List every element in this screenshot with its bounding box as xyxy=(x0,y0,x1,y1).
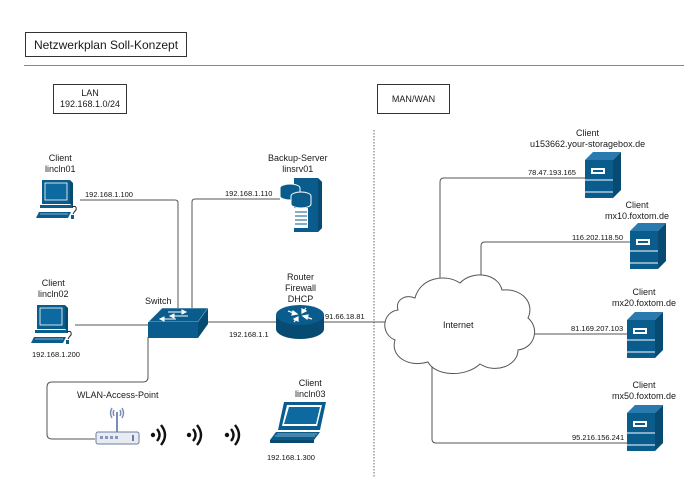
wire-switch-ap xyxy=(46,337,149,440)
client1-ip: 192.168.1.100 xyxy=(85,190,133,199)
wan-server1-label: Client u153662.your-storagebox.de xyxy=(530,128,646,149)
backup-server-label: Backup-Server linsrv01 xyxy=(268,153,328,174)
backup-server-ip: 192.168.1.110 xyxy=(225,189,273,198)
client3-label: Client lincln03 xyxy=(295,378,326,399)
access-point-label: WLAN-Access-Point xyxy=(77,390,159,400)
wifi-signal-icon xyxy=(186,424,203,446)
client1-label: Client lincln01 xyxy=(45,153,76,174)
desktop-pc-icon xyxy=(31,305,72,344)
lan-zone-label: LAN xyxy=(81,88,99,98)
cloud-icon xyxy=(384,274,536,375)
router-wan-ip: 91.66.18.81 xyxy=(325,312,365,321)
diagram-title-box: Netzwerkplan Soll-Konzept xyxy=(25,32,187,57)
wifi-signal-icon xyxy=(150,424,167,446)
wifi-signal-icon xyxy=(224,424,241,446)
client3-ip: 192.168.1.300 xyxy=(267,453,315,462)
server-tower-icon xyxy=(627,405,663,451)
lan-subnet: 192.168.1.0/24 xyxy=(59,99,121,109)
header-divider xyxy=(24,65,684,66)
desktop-pc-icon xyxy=(36,180,77,219)
switch-icon xyxy=(148,308,209,338)
wan-server3-ip: 81.169.207.103 xyxy=(571,324,624,333)
wire-backup-switch xyxy=(191,198,280,310)
wan-server4-ip: 95.216.156.241 xyxy=(572,433,625,442)
router-icon xyxy=(276,305,324,339)
wan-zone-label: MAN/WAN xyxy=(391,94,436,104)
lan-zone-box: LAN 192.168.1.0/24 xyxy=(53,84,127,114)
wan-server3-label: Client mx20.foxtom.de xyxy=(612,287,677,308)
wire-internet-server2 xyxy=(480,241,630,284)
server-tower-icon xyxy=(630,223,666,269)
wan-server1-ip: 78.47.193.165 xyxy=(528,168,576,177)
switch-label: Switch xyxy=(145,296,172,306)
router-lan-ip: 192.168.1.1 xyxy=(229,330,269,339)
router-label: Router Firewall DHCP xyxy=(285,272,317,304)
server-tower-icon xyxy=(585,152,621,198)
wan-server2-label: Client mx10.foxtom.de xyxy=(605,200,670,221)
wan-server2-ip: 116.202.118.50 xyxy=(572,233,624,242)
laptop-icon xyxy=(270,402,326,443)
database-server-icon xyxy=(280,178,322,232)
internet-label: Internet xyxy=(443,320,474,330)
wire-client1-switch xyxy=(80,199,179,310)
server-tower-icon xyxy=(627,312,663,358)
wire-internet-server4 xyxy=(431,365,628,444)
wireless-access-point-icon xyxy=(95,407,140,445)
wan-server4-label: Client mx50.foxtom.de xyxy=(612,380,677,401)
diagram-title: Netzwerkplan Soll-Konzept xyxy=(33,37,179,52)
wan-zone-box: MAN/WAN xyxy=(377,84,450,114)
client2-label: Client lincln02 xyxy=(38,278,69,299)
wire-internet-server1 xyxy=(439,177,592,280)
client2-ip: 192.168.1.200 xyxy=(32,350,80,359)
